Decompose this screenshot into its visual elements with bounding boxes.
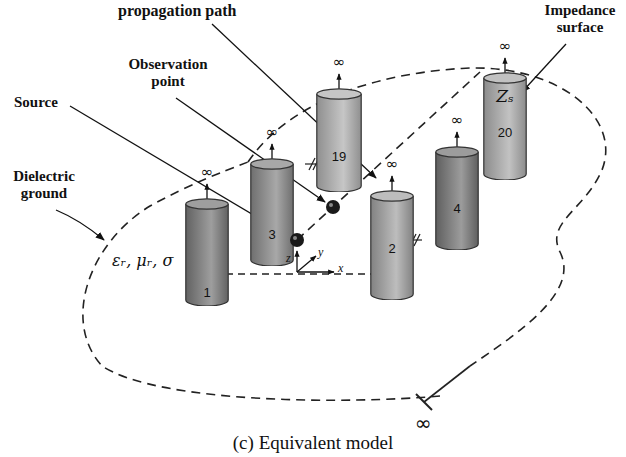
callout-label: propagation path xyxy=(118,2,236,20)
infinity-line xyxy=(424,366,470,402)
infinity-bar xyxy=(416,394,432,410)
callout-label: Impedance surface xyxy=(538,2,622,37)
axes xyxy=(297,251,334,272)
cylinder-number: 3 xyxy=(250,228,294,242)
observation-dot xyxy=(329,203,333,207)
infinity-symbol: ∞ xyxy=(195,164,219,181)
callout-label: Observation point xyxy=(118,56,218,91)
cylinder-shape xyxy=(316,88,362,192)
material-parameters: εᵣ, μᵣ, σ xyxy=(112,252,173,270)
cylinder-number: 4 xyxy=(435,202,479,216)
figure-caption: (c) Equivalent model xyxy=(0,432,626,454)
infinity-symbol: ∞ xyxy=(408,412,438,435)
callout-label: Source xyxy=(14,94,58,111)
cylinder-number: 20 xyxy=(483,126,527,140)
cylinder-number: 1 xyxy=(185,286,229,300)
infinity-symbol: ∞ xyxy=(493,38,517,55)
boundary-curve xyxy=(83,162,440,400)
axis-label: x xyxy=(338,262,343,276)
infinity-symbol: ∞ xyxy=(380,156,404,173)
cylinder-node: 1 xyxy=(185,198,229,306)
cylinder-shape xyxy=(250,158,294,266)
axis-label: y xyxy=(318,246,323,260)
callout-label: Dielectric ground xyxy=(4,168,84,203)
cylinder-node: 4 xyxy=(435,146,479,250)
cylinder-number: Zₛ xyxy=(483,87,527,106)
observation-dot xyxy=(326,200,340,214)
leader-line xyxy=(56,210,104,240)
cylinder-shape xyxy=(435,146,479,250)
cylinder-number: 2 xyxy=(370,242,414,256)
infinity-symbol: ∞ xyxy=(260,124,284,141)
cylinder-node: 20 Zₛ xyxy=(483,72,527,180)
cylinder-number: 19 xyxy=(316,150,362,164)
axis-label: z xyxy=(286,252,291,266)
source-dot xyxy=(293,236,297,240)
cylinder-node: 19 xyxy=(316,88,362,192)
cylinder-node: 2 xyxy=(370,190,414,300)
boundary-curve xyxy=(248,68,606,366)
infinity-symbol: ∞ xyxy=(327,54,351,71)
leader-line xyxy=(522,44,566,92)
cylinder-node: 3 xyxy=(250,158,294,266)
infinity-symbol: ∞ xyxy=(445,112,469,129)
source-dot xyxy=(290,233,304,247)
